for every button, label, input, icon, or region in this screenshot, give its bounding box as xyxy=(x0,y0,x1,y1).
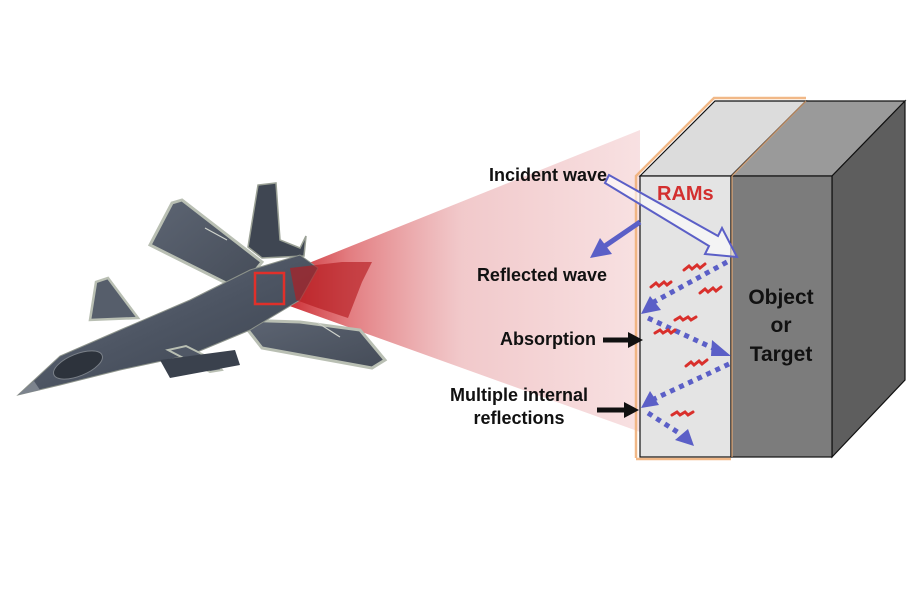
reflected-wave-arrow xyxy=(590,219,642,258)
rams-label: RAMs xyxy=(657,183,714,205)
incident-wave-arrow xyxy=(603,173,739,259)
radar-beam xyxy=(284,130,640,432)
multiple-reflections-label-line1: Multiple internal xyxy=(450,385,588,405)
highlight-region-box xyxy=(253,271,286,306)
absorption-label: Absorption xyxy=(500,329,596,349)
object-label-line1: Object xyxy=(748,286,813,309)
object-label-line3: Target xyxy=(750,343,813,366)
object-label-line2: or xyxy=(771,314,792,337)
incident-wave-label: Incident wave xyxy=(489,165,607,185)
absorption-squiggles xyxy=(649,262,723,417)
multiple-reflections-label-line2: reflections xyxy=(473,408,564,428)
internal-reflection-arrowheads xyxy=(641,296,731,446)
reflected-wave-label: Reflected wave xyxy=(477,265,607,285)
object-front xyxy=(730,175,833,458)
reflections-pointer-arrow xyxy=(597,402,639,418)
absorption-pointer-arrow xyxy=(603,332,643,348)
beam-tail-overlay xyxy=(290,262,372,318)
internal-reflection-arrows xyxy=(646,259,731,436)
material-block xyxy=(634,96,907,461)
